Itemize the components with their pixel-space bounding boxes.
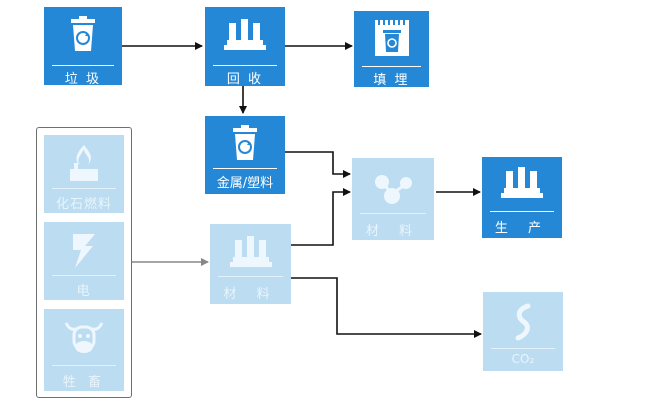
arrow-left-material-to-material	[291, 188, 351, 246]
label-laji: 垃 圾	[64, 72, 102, 87]
divider	[52, 365, 116, 366]
recycle-bin-icon	[205, 124, 285, 164]
recycle-bin-icon	[44, 15, 122, 55]
cow-icon	[44, 317, 124, 357]
fire-plant-icon	[44, 143, 124, 183]
factory-icon	[205, 15, 285, 55]
node-tianmai[interactable]: 填 埋	[354, 11, 429, 88]
label-shengchu: 牲 畜	[62, 375, 106, 390]
divider	[360, 213, 426, 214]
factory-icon	[210, 232, 291, 272]
landfill-bin-icon	[354, 17, 429, 57]
label-tianmai: 填 埋	[373, 73, 410, 88]
divider	[52, 275, 116, 276]
label-dian: 电	[76, 284, 92, 299]
divider	[52, 188, 116, 189]
node-shengchan[interactable]: 生 产	[482, 157, 562, 238]
divider	[52, 65, 114, 66]
node-huishou[interactable]: 回 收	[205, 7, 285, 87]
arrow-left-material-to-co2	[291, 277, 482, 338]
label-co2: CO₂	[511, 352, 535, 366]
divider	[218, 276, 283, 277]
divider	[213, 65, 277, 66]
label-material-left: 材 料	[223, 287, 278, 302]
label-huishou: 回 收	[226, 72, 264, 87]
source-group	[36, 127, 132, 398]
divider	[213, 168, 277, 169]
node-shengchu[interactable]: 牲 畜	[44, 309, 124, 391]
label-shengchan: 生 产	[494, 221, 550, 236]
divider	[362, 66, 421, 67]
lightning-icon	[44, 230, 124, 270]
node-material[interactable]: 材 料	[352, 158, 434, 240]
label-jinshu: 金属/塑料	[216, 176, 274, 191]
node-laji[interactable]: 垃 圾	[44, 7, 122, 87]
label-huashi: 化石燃料	[55, 197, 112, 212]
node-dian[interactable]: 电	[44, 222, 124, 300]
smoke-icon	[483, 302, 563, 342]
divider	[491, 348, 555, 349]
node-huashi[interactable]: 化石燃料	[44, 135, 124, 213]
node-co2[interactable]: CO₂	[483, 292, 563, 371]
label-material: 材 料	[365, 224, 421, 239]
factory-icon	[482, 163, 562, 203]
divider	[490, 211, 554, 212]
node-material-left[interactable]: 材 料	[210, 224, 291, 304]
node-jinshu[interactable]: 金属/塑料	[205, 116, 285, 194]
arrow-jinshu-to-material	[285, 151, 351, 178]
molecule-icon	[352, 170, 434, 210]
